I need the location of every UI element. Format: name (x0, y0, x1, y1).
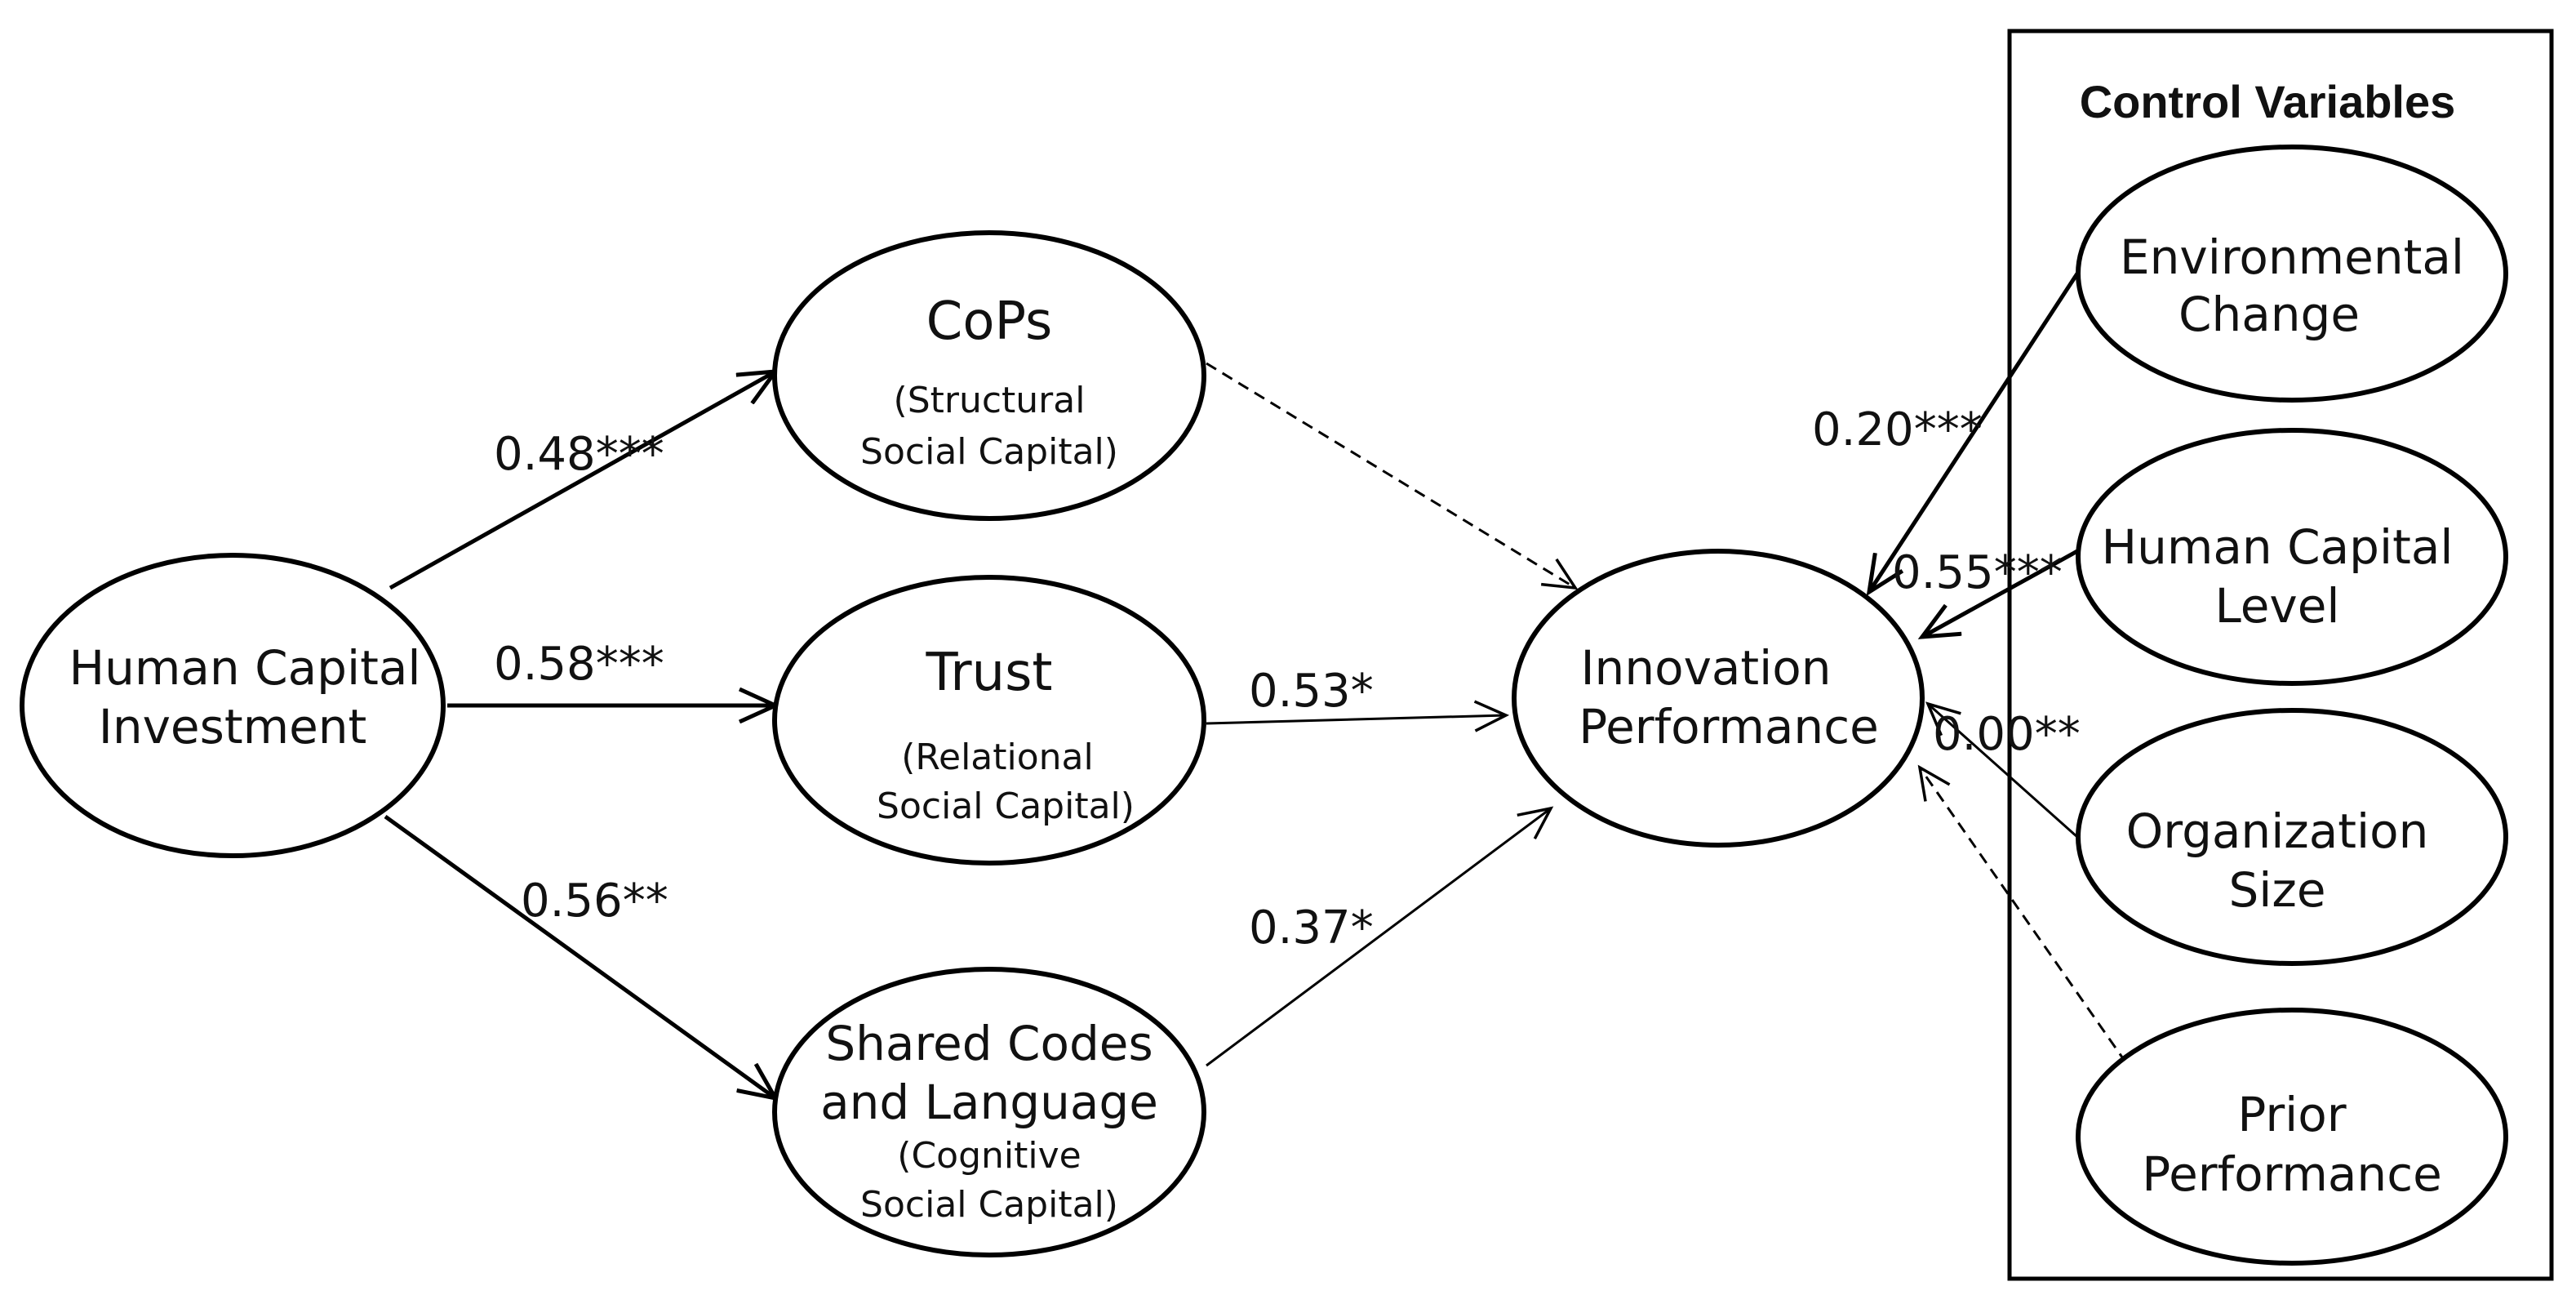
coef-label-environmental: 0.20*** (1812, 403, 1983, 456)
coefficient-labels: 0.48*** 0.58*** 0.56** 0.53* 0.37* 0.20*… (494, 403, 2081, 955)
control-variables-title: Control Variables (2080, 76, 2456, 127)
coef-label-trust-innovation: 0.53* (1249, 665, 1374, 718)
node-subtitle-line: Social Capital) (860, 431, 1118, 473)
coef-label-shared-innovation: 0.37* (1249, 901, 1374, 955)
node-innovation-performance: Innovation Performance (1512, 549, 1925, 848)
node-label-line: Innovation (1580, 640, 1831, 696)
coef-label-hci-trust: 0.58*** (494, 638, 664, 691)
node-subtitle-line: Social Capital) (877, 786, 1135, 827)
coef-label-hci-cops: 0.48*** (494, 428, 664, 481)
node-title: CoPs (926, 292, 1053, 352)
node-organization-size: Organization Size (2076, 708, 2508, 966)
edge-hci-to-shared-codes (384, 814, 775, 1098)
node-subtitle-line: (Cognitive (897, 1135, 1081, 1177)
edge-environmental-to-innovation (1869, 272, 2080, 592)
node-human-capital-investment: Human Capital Investment (20, 553, 446, 858)
node-subtitle-line: Social Capital) (860, 1184, 1118, 1226)
node-label-line: Shared Codes (825, 1016, 1153, 1071)
node-label-line: Environmental (2120, 229, 2464, 285)
edge-hci-to-cops (389, 372, 775, 590)
node-label-line: Organization (2126, 803, 2429, 859)
node-label-line: Level (2214, 578, 2339, 634)
edge-hcl-to-innovation (1922, 549, 2079, 637)
edge-trust-to-innovation (1206, 700, 1510, 732)
edge-prior-to-innovation (1917, 764, 2128, 1064)
node-human-capital-level: Human Capital Level (2076, 428, 2508, 686)
node-cops: CoPs (Structural Social Capital) (772, 230, 1206, 521)
edge-shared-codes-to-innovation (1206, 806, 1554, 1067)
node-title: Trust (926, 643, 1053, 703)
node-trust: Trust (Relational Social Capital) (772, 575, 1206, 866)
node-label-line: Prior (2237, 1087, 2346, 1142)
node-prior-performance: Prior Performance (2076, 1008, 2508, 1266)
edges (384, 272, 2128, 1098)
node-subtitle-line: (Structural (894, 380, 1086, 421)
edge-org-size-to-innovation (1925, 701, 2078, 839)
control-variables-box (2007, 29, 2554, 1281)
node-label-line: Performance (2142, 1146, 2442, 1202)
node-environmental-change: Environmental Change (2076, 145, 2508, 403)
coef-label-hcl: 0.55*** (1892, 546, 2063, 599)
node-label-line: Human Capital (2102, 519, 2454, 575)
edge-cops-to-innovation (1206, 362, 1579, 590)
node-label-line: Size (2228, 862, 2325, 918)
node-label-line: Investment (99, 699, 367, 754)
node-label-line: and Language (820, 1075, 1158, 1130)
node-label-line: Human Capital (69, 640, 421, 696)
node-label-line: Performance (1579, 699, 1879, 754)
coef-label-hci-shared: 0.56** (521, 875, 668, 928)
coef-label-org-size: 0.00** (1933, 708, 2081, 761)
node-shared-codes: Shared Codes and Language (Cognitive Soc… (772, 967, 1206, 1257)
node-label-line: Change (2178, 287, 2360, 342)
node-subtitle-line: (Relational (901, 737, 1094, 778)
